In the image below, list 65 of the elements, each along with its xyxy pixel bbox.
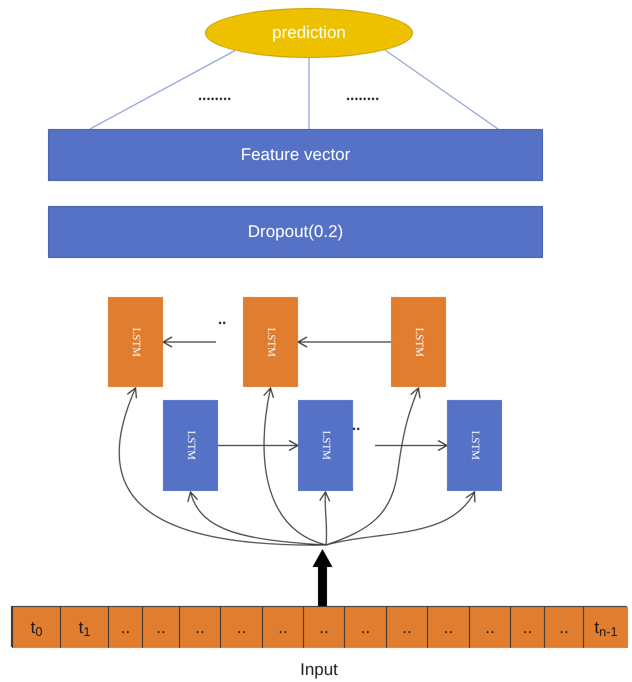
- timestep-cell: [220, 607, 262, 648]
- arrow: [375, 440, 448, 452]
- timestep-cell: [344, 607, 386, 648]
- curved-arrow: [188, 491, 326, 546]
- connector-line: [384, 50, 498, 130]
- node-label: ..: [236, 616, 246, 639]
- arrow: [162, 336, 216, 348]
- lstm-label: LSTM: [468, 430, 482, 460]
- ellipsis-label: ..: [352, 418, 360, 433]
- timestep-cell: [179, 607, 220, 648]
- input-caption: Input: [300, 659, 338, 681]
- node-label: ..: [319, 616, 329, 639]
- node-label: ..: [559, 616, 569, 639]
- timestep-cell: [262, 607, 303, 648]
- node-label: ..: [402, 616, 412, 639]
- node-label: ..: [485, 616, 495, 639]
- timestep-cell: [108, 607, 142, 648]
- lstm-cell: [163, 400, 218, 491]
- timestep-cell: [583, 607, 628, 648]
- lstm-cell: [391, 297, 446, 387]
- node-label: prediction: [272, 22, 346, 44]
- connector-line: [90, 50, 236, 130]
- curved-arrow: [263, 387, 326, 546]
- node-label: ..: [360, 616, 370, 639]
- lstm-label: LSTM: [264, 327, 278, 357]
- timestep-cell: [544, 607, 583, 648]
- timestep-cell: [427, 607, 469, 648]
- node-label: ..: [156, 616, 166, 639]
- lstm-cell: [108, 297, 163, 387]
- ellipsis-label: ........: [198, 88, 232, 103]
- lstm-cell: [243, 297, 298, 387]
- input-arrow: [312, 549, 332, 606]
- layer-bar: [48, 129, 543, 181]
- timestep-cell: [469, 607, 510, 648]
- timestep-cell: [60, 607, 108, 648]
- curved-arrow: [326, 387, 421, 546]
- node-label: ..: [278, 616, 288, 639]
- node-label: ..: [120, 616, 130, 639]
- timestep-cell: [510, 607, 544, 648]
- curved-arrow: [319, 491, 331, 546]
- node-label: ..: [195, 616, 205, 639]
- lstm-label: LSTM: [412, 327, 426, 357]
- node-label: ..: [522, 616, 532, 639]
- arrow: [297, 336, 391, 348]
- timestep-cell: [142, 607, 179, 648]
- arrow: [218, 440, 299, 452]
- lstm-label: LSTM: [318, 430, 333, 460]
- timestep-cell: [386, 607, 427, 648]
- node-label: ..: [444, 616, 454, 639]
- lstm-cell: [447, 400, 502, 491]
- timestep-cell: [12, 607, 60, 648]
- layer-bar: [48, 206, 543, 258]
- lstm-label: LSTM: [128, 327, 143, 357]
- ellipsis-label: ........: [346, 88, 380, 103]
- curved-arrow: [326, 491, 476, 546]
- node-label: t$_{0}$: [30, 616, 42, 640]
- lstm-label: LSTM: [184, 430, 198, 460]
- ellipsis-label: ..: [218, 312, 226, 327]
- node-label: t$_{n-1}$: [594, 616, 618, 640]
- node-label: Feature vector: [240, 144, 350, 166]
- lstm-cell: [298, 400, 353, 491]
- node-label: Dropout(0.2): [248, 221, 344, 244]
- connector-line: [308, 58, 310, 129]
- node-label: t$_{1}$: [78, 616, 90, 640]
- timestep-cell: [303, 607, 344, 648]
